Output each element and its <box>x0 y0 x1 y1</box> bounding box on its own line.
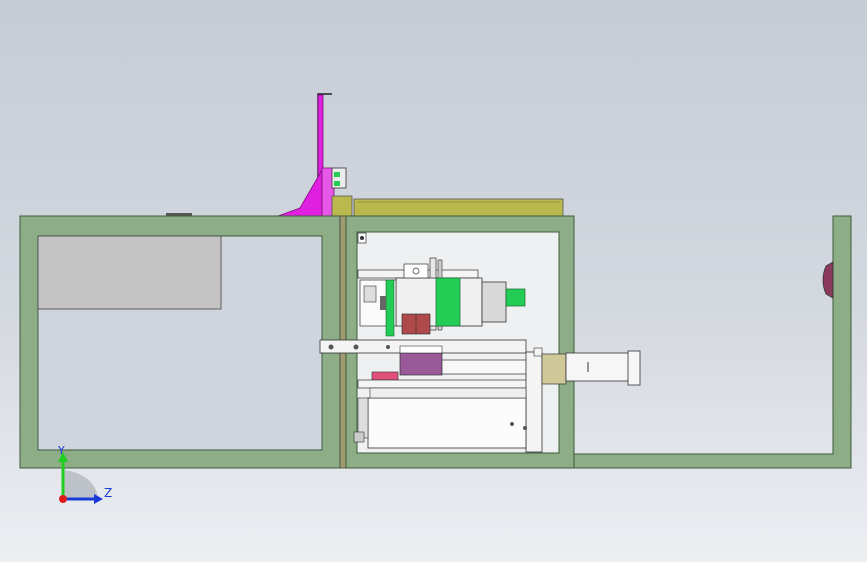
x-axis-dot <box>59 495 67 503</box>
sensor-green-2 <box>334 181 340 186</box>
motor-end-cap <box>481 281 507 323</box>
olive-rail <box>353 198 564 217</box>
olive-block <box>331 195 353 217</box>
lower-box <box>367 397 527 449</box>
maroon-knob <box>822 261 834 299</box>
tan-coupling <box>541 353 567 385</box>
z-axis-arrowhead <box>94 494 103 504</box>
y-axis-arrowhead <box>58 452 68 462</box>
motor-shaft-green <box>505 288 526 307</box>
cylinder-end-cap <box>627 350 641 386</box>
inner-mechanism <box>319 232 641 453</box>
triad-base-arc <box>63 470 98 499</box>
motor-green-band <box>435 277 461 327</box>
y-axis-label: Y <box>57 444 65 457</box>
top-cap <box>166 213 192 216</box>
frame-right-extension <box>573 215 852 469</box>
pink-block <box>371 371 399 381</box>
cylinder-body <box>565 352 631 382</box>
gray-panel <box>37 235 222 310</box>
purple-block <box>399 352 443 376</box>
slider-plate <box>357 379 529 389</box>
top-bracket-assembly <box>166 93 564 217</box>
green-strip-left <box>385 279 395 337</box>
side-bracket <box>525 351 543 453</box>
magenta-gusset <box>277 168 323 217</box>
z-axis-label: Z <box>104 486 112 500</box>
coordinate-triad: Y Z <box>57 444 112 504</box>
sensor-green-1 <box>334 172 340 177</box>
piston-rod <box>441 359 535 375</box>
